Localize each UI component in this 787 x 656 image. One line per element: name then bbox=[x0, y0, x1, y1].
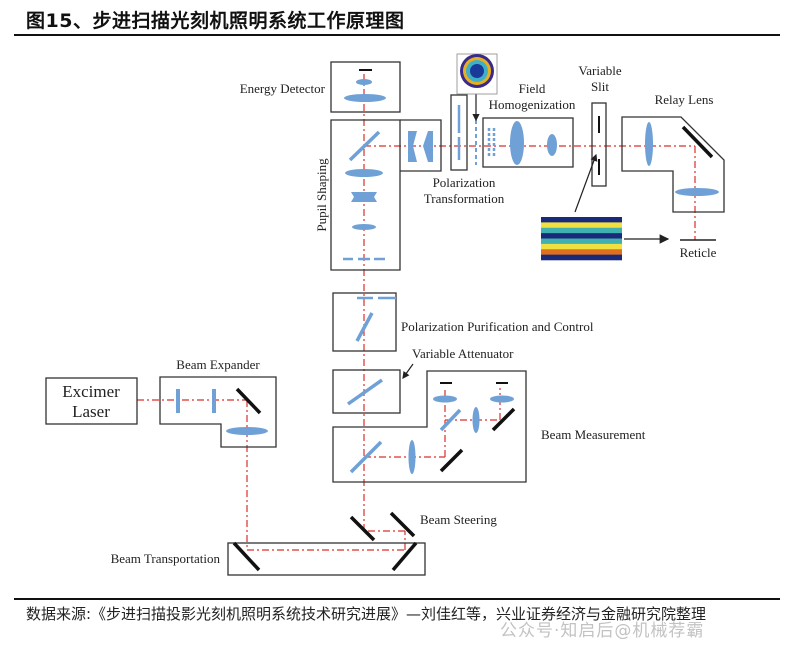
relay-lens-label: Relay Lens bbox=[655, 92, 714, 107]
beam-measurement-label: Beam Measurement bbox=[541, 427, 646, 442]
energy-detector-label: Energy Detector bbox=[240, 81, 326, 96]
measurement-lens-1 bbox=[408, 440, 416, 474]
relay-lens: Relay Lens bbox=[621, 92, 725, 213]
pupil-axicon-1 bbox=[408, 131, 417, 162]
source-note: 数据来源:《步进扫描投影光刻机照明系统技术研究进展》—刘佳红等，兴业证券经济与金… bbox=[26, 605, 707, 623]
polarization-transformation-label-2: Transformation bbox=[424, 191, 505, 206]
measurement-mirror-1 bbox=[439, 448, 464, 473]
slit-profile-stripe bbox=[541, 233, 622, 239]
slit-profile-stripe bbox=[541, 243, 622, 250]
watermark: 公众号·知启后@机械荐霸 bbox=[500, 621, 705, 641]
excimer-laser-label-1: Excimer bbox=[62, 382, 120, 401]
polarization-purification: Polarization Purification and Control bbox=[332, 292, 594, 352]
measurement-splitter-main bbox=[349, 440, 383, 474]
polarization-purification-label: Polarization Purification and Control bbox=[401, 319, 594, 334]
expander-fold-mirror bbox=[235, 387, 262, 415]
expander-lens-1 bbox=[176, 389, 180, 413]
energy-detector: Energy Detector bbox=[240, 61, 401, 113]
variable-slit-label-2: Slit bbox=[591, 79, 609, 94]
slit-profile-image bbox=[541, 217, 622, 261]
slit-profile-stripe bbox=[541, 227, 622, 234]
expander-lens-2 bbox=[212, 389, 216, 413]
beam-measurement: Beam Measurement bbox=[332, 370, 646, 483]
measurement-mirror-2 bbox=[491, 407, 516, 432]
beam-expander-label: Beam Expander bbox=[176, 357, 260, 372]
pupil-lens-1 bbox=[345, 169, 383, 177]
pupil-ring-center bbox=[470, 64, 484, 78]
figure-title: 图15、步进扫描光刻机照明系统工作原理图 bbox=[26, 10, 405, 32]
bottom-rule bbox=[14, 598, 780, 600]
energy-lens-1 bbox=[356, 79, 372, 85]
relay-fold-mirror bbox=[681, 125, 714, 159]
beam-steering: Beam Steering bbox=[349, 511, 497, 542]
pupil-shaping-label: Pupil Shaping bbox=[314, 158, 329, 232]
transport-mirror-2 bbox=[391, 541, 418, 572]
pupil-lens-3 bbox=[352, 224, 376, 230]
field-homogenization: Field Homogenization bbox=[482, 81, 576, 168]
reticle: Reticle bbox=[680, 239, 717, 260]
beam-steering-label: Beam Steering bbox=[420, 512, 497, 527]
purification-polarizer bbox=[355, 312, 374, 342]
slit-profile-stripe bbox=[541, 238, 622, 245]
excimer-laser: Excimer Laser bbox=[45, 377, 138, 425]
pupil-fold-splitter bbox=[348, 130, 381, 162]
reticle-label: Reticle bbox=[680, 245, 717, 260]
pupil-axicon-2 bbox=[423, 131, 433, 162]
polarization-transformation: Polarization Transformation bbox=[424, 88, 505, 206]
slit-profile-stripe bbox=[541, 249, 622, 255]
attenuator-plate bbox=[346, 378, 384, 406]
measurement-lens-4 bbox=[490, 395, 514, 403]
pupil-shaping: Pupil Shaping bbox=[314, 119, 442, 271]
top-rule bbox=[14, 34, 780, 36]
beam-transportation: Beam Transportation bbox=[111, 541, 426, 576]
measurement-lens-3 bbox=[433, 395, 457, 403]
beam-paths bbox=[137, 68, 696, 551]
slit-profile-stripe bbox=[541, 217, 622, 223]
field-homogenization-label-2: Homogenization bbox=[489, 97, 576, 112]
pupil-pattern-image bbox=[456, 53, 498, 95]
field-homogenization-label-1: Field bbox=[519, 81, 546, 96]
transport-mirror-1 bbox=[232, 541, 261, 572]
steering-mirror-2 bbox=[389, 511, 416, 538]
beam-transportation-label: Beam Transportation bbox=[111, 551, 221, 566]
energy-lens-2 bbox=[344, 94, 386, 102]
beam-expander: Beam Expander bbox=[159, 357, 277, 448]
slit-profile-stripe bbox=[541, 222, 622, 229]
relay-lens-1 bbox=[645, 122, 653, 166]
field-lens bbox=[547, 134, 557, 156]
polarization-transformation-label-1: Polarization bbox=[433, 175, 496, 190]
variable-attenuator: Variable Attenuator bbox=[332, 346, 514, 414]
expander-lens-3 bbox=[226, 427, 268, 435]
slit-profile-arrow bbox=[574, 153, 598, 213]
variable-slit: Variable Slit bbox=[574, 63, 622, 213]
attenuator-arrow bbox=[402, 363, 414, 379]
relay-lens-2 bbox=[675, 188, 719, 196]
excimer-laser-label-2: Laser bbox=[72, 402, 110, 421]
measurement-lens-2 bbox=[472, 407, 480, 433]
measurement-splitter-2 bbox=[439, 408, 462, 432]
variable-slit-label-1: Variable bbox=[578, 63, 622, 78]
pupil-lens-2 bbox=[351, 192, 377, 202]
condenser-lens bbox=[510, 121, 524, 165]
slit-profile-stripe bbox=[541, 254, 622, 261]
variable-attenuator-label: Variable Attenuator bbox=[412, 346, 514, 361]
steering-mirror-1 bbox=[349, 515, 376, 542]
